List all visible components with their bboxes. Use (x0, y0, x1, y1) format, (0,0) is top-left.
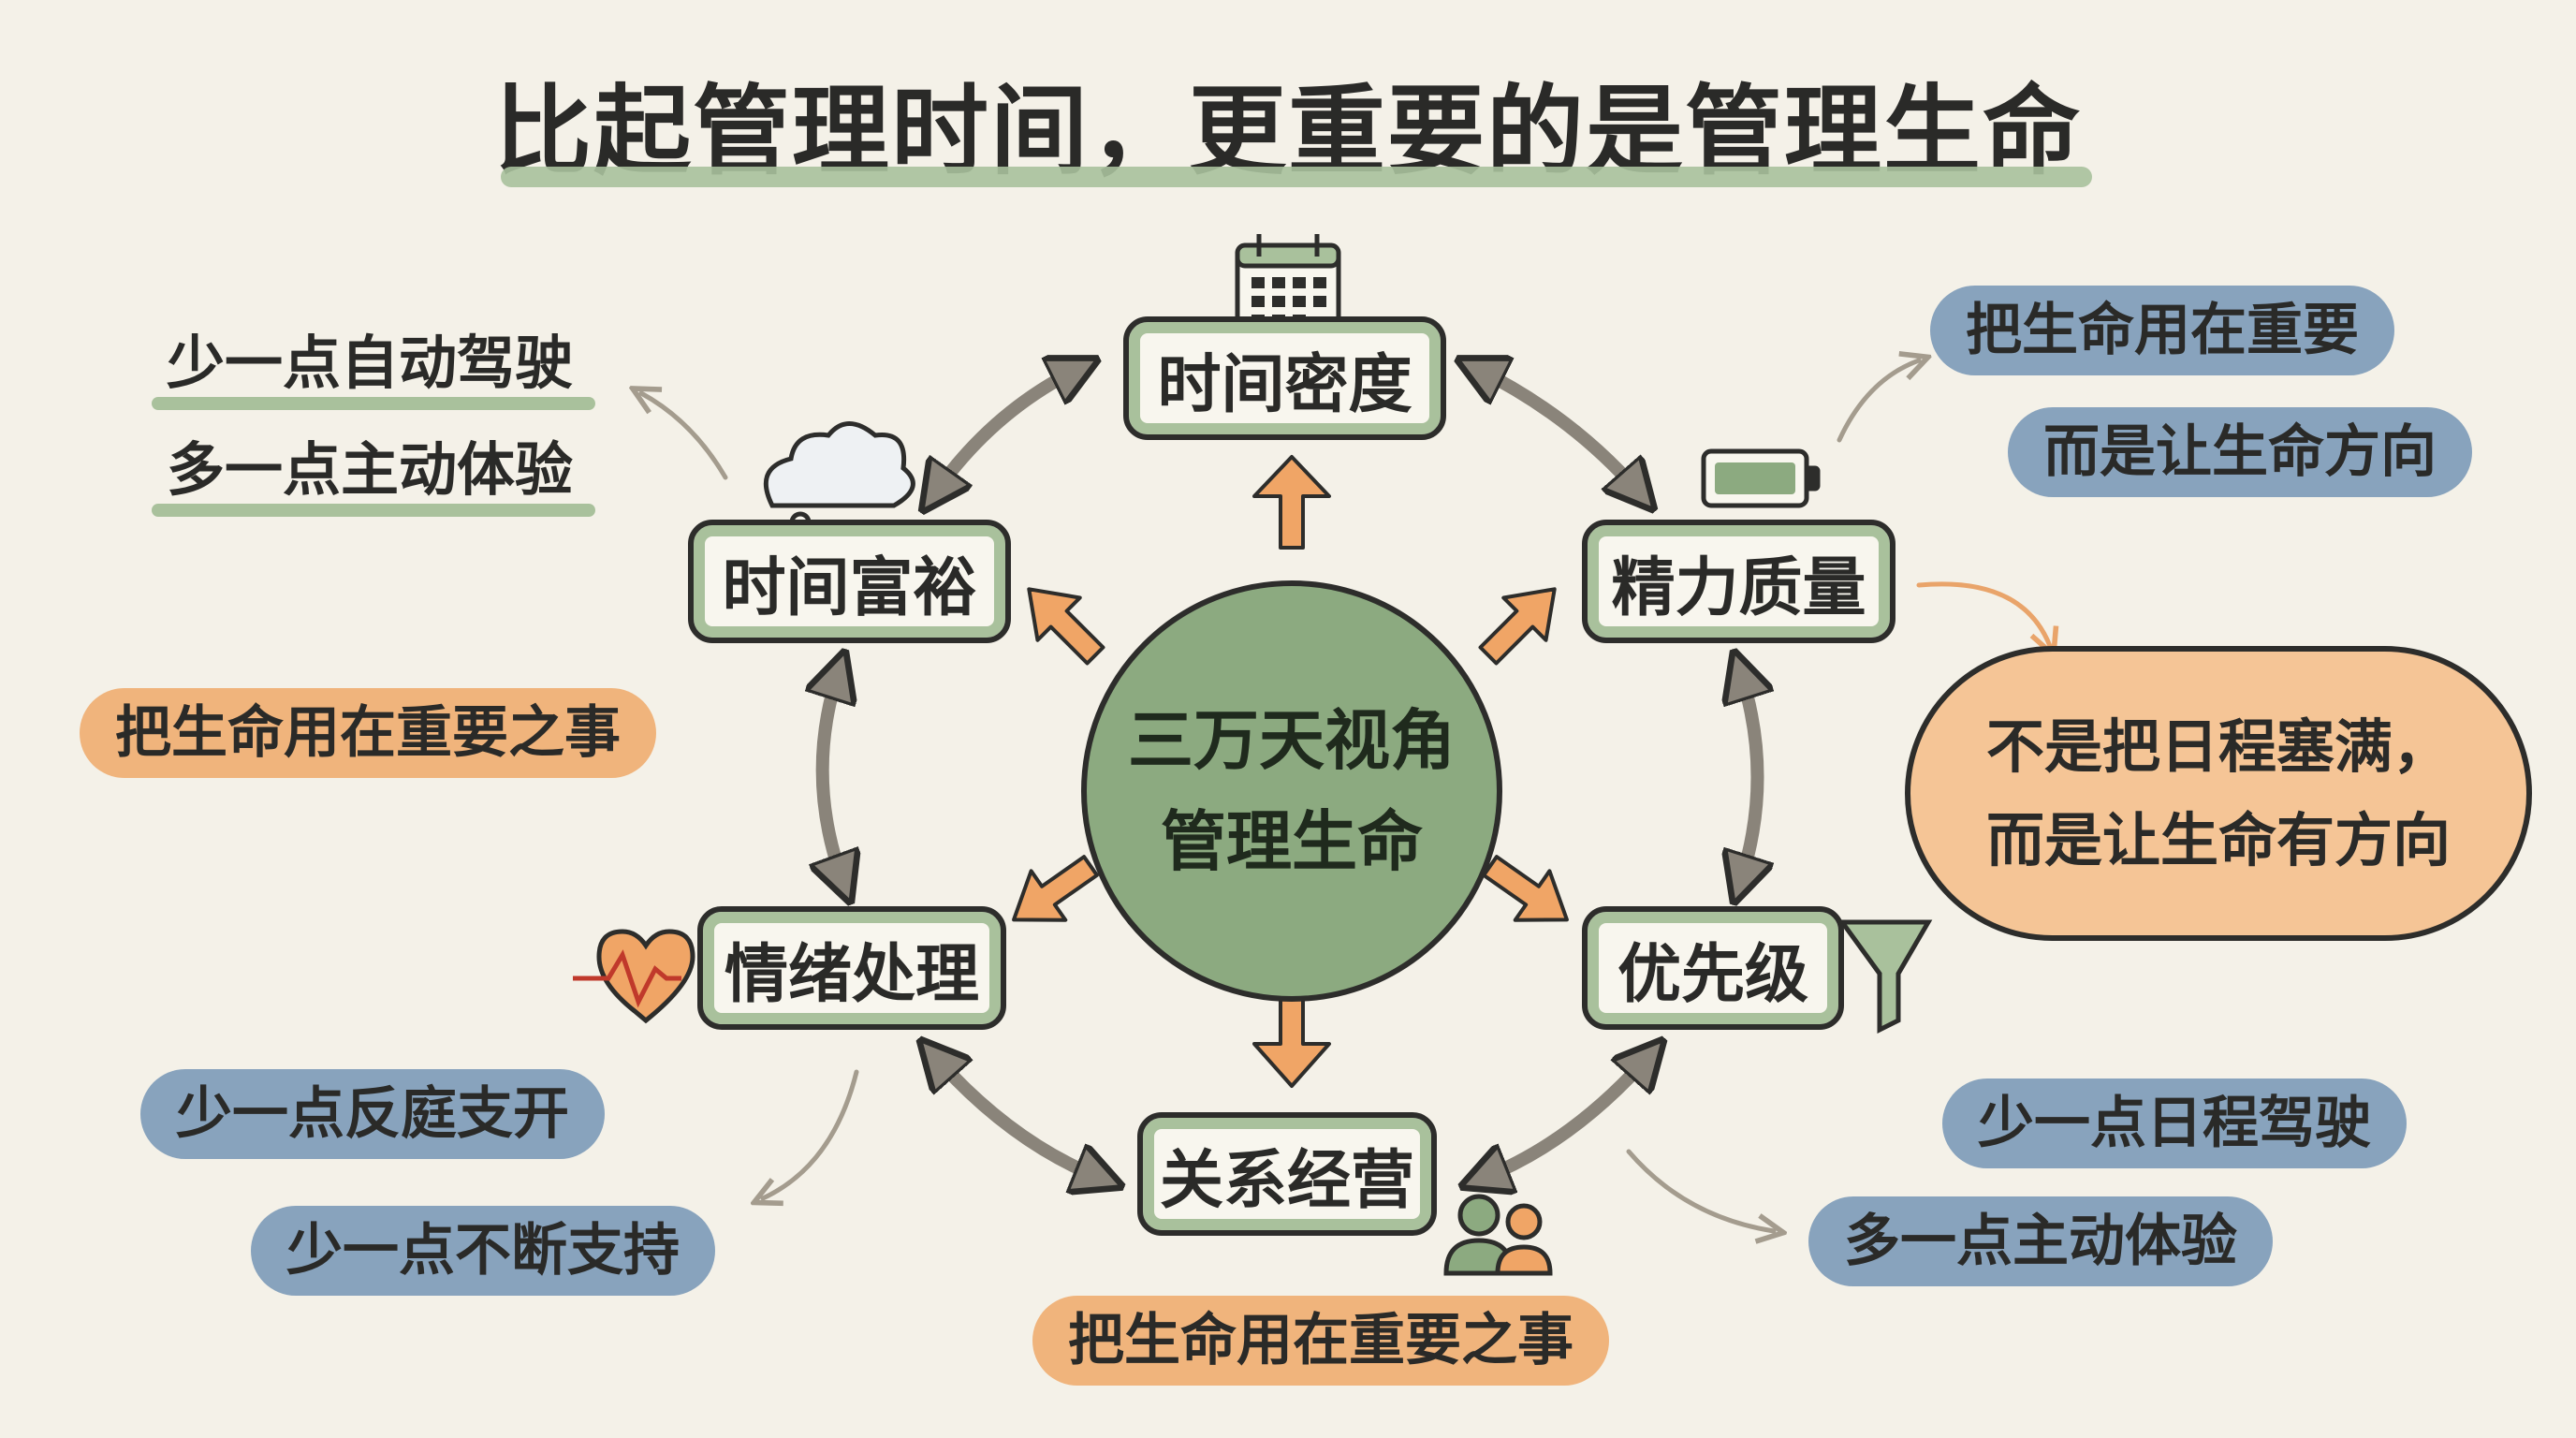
radial-arrow-lower-left (1012, 855, 1099, 922)
radial-arrow-top (1252, 455, 1331, 550)
note-top-right-1: 把生命用在重要 (1930, 286, 2394, 375)
battery-icon (1701, 448, 1821, 508)
pointer-bottom-left (763, 1069, 859, 1198)
note-top-left-2: 多一点主动体验 (151, 433, 596, 517)
radial-arrow-lower-right (1482, 855, 1569, 922)
ring-arrow-right (1741, 674, 1758, 880)
node-time-density: 时间密度 (1123, 316, 1446, 440)
pointer-top-left (641, 393, 728, 480)
note-bottom-orange: 把生命用在重要之事 (1032, 1296, 1609, 1386)
radial-arrow-upper-right (1478, 587, 1557, 666)
heart-pulse-icon (573, 929, 695, 1024)
pointer-top-right (1837, 360, 1919, 443)
center-line-1: 三万天视角 (1128, 702, 1456, 779)
note-bottom-right-2: 多一点主动体验 (1808, 1196, 2273, 1286)
note-top-right-2: 而是让生命方向 (2008, 407, 2472, 497)
node-energy-quality: 精力质量 (1582, 520, 1895, 643)
note-top-left-1: 少一点自动驾驶 (151, 326, 596, 410)
radial-arrow-upper-left (1027, 587, 1105, 666)
bubble-line-2: 而是让生命有方向 (1985, 805, 2451, 874)
node-relationship: 关系经营 (1137, 1112, 1437, 1236)
note-left-orange: 把生命用在重要之事 (80, 688, 656, 778)
center-line-2: 管理生命 (1161, 803, 1423, 880)
node-emotion-handling: 情绪处理 (697, 906, 1006, 1030)
pointer-bottom-right (1626, 1149, 1774, 1231)
ring-arrow-top-right (1479, 370, 1638, 492)
ring-arrow-bottom-left (936, 1058, 1100, 1178)
ring-arrow-top-left (936, 370, 1076, 492)
ring-arrow-left (823, 674, 842, 880)
funnel-icon (1837, 919, 1933, 1034)
node-priority: 优先级 (1582, 906, 1844, 1030)
people-icon (1443, 1194, 1553, 1276)
radial-arrow-bottom (1252, 995, 1331, 1088)
node-time-wealth: 时间富裕 (688, 520, 1011, 643)
note-bottom-left-1: 少一点反庭支开 (140, 1069, 605, 1159)
bubble-line-1: 不是把日程塞满， (1985, 712, 2451, 781)
note-bottom-right-1: 少一点日程驾驶 (1942, 1078, 2407, 1168)
title-underline (501, 167, 2092, 187)
ring-arrow-bottom-right (1484, 1058, 1647, 1178)
center-circle: 三万天视角 管理生命 (1081, 580, 1502, 1002)
speech-bubble: 不是把日程塞满， 而是让生命有方向 (1905, 646, 2532, 941)
pointer-bubble (1916, 581, 2050, 646)
note-bottom-left-2: 少一点不断支持 (251, 1206, 715, 1296)
